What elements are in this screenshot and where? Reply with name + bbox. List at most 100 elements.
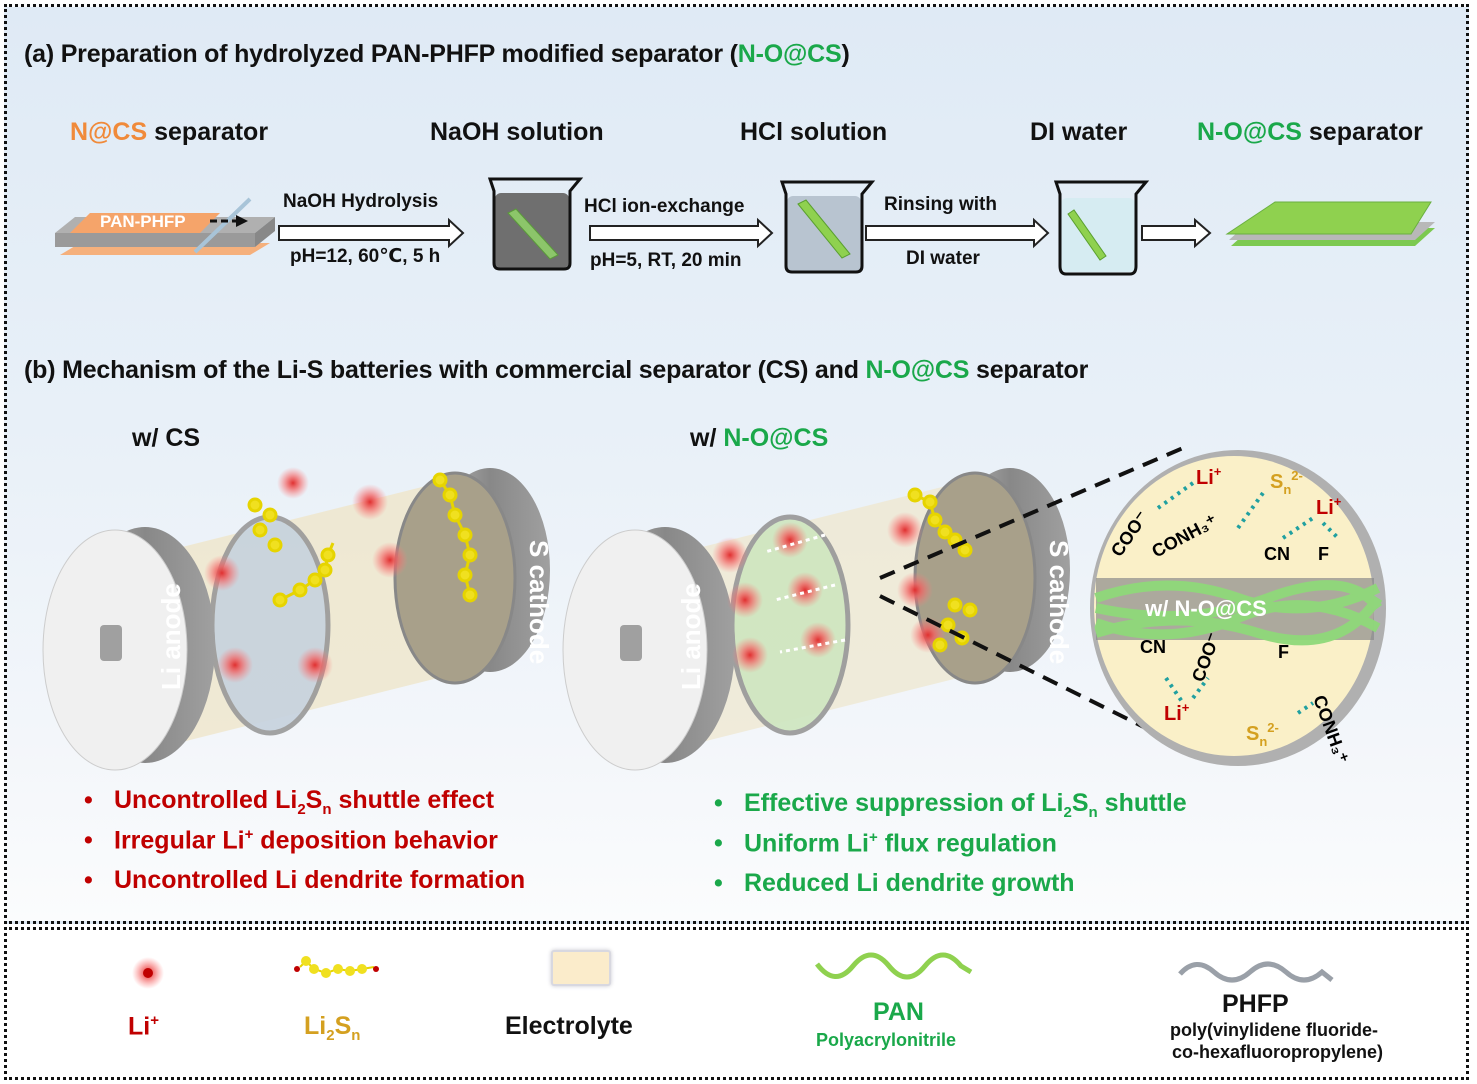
section-b-title-text: (b) Mechanism of the Li-S batteries with…: [24, 356, 866, 384]
interaction-dots: [1156, 481, 1340, 715]
polysulfide-chains: [907, 487, 978, 653]
battery-noacs-title-highlight: N-O@CS: [723, 424, 829, 452]
bullet-noacs-1: •Effective suppression of Li2Sn shuttle: [714, 789, 1187, 829]
coating-direction-arrowhead: [236, 215, 248, 227]
arrow-shape: [589, 217, 774, 249]
legend-phfp-sublabel-line2: co-hexafluoropropylene): [1172, 1042, 1384, 1062]
bullet-cs-2: • Irregular Li+ deposition behavior: [84, 826, 525, 866]
process-arrow-2: [589, 217, 774, 249]
bullet-dot: •: [714, 789, 723, 817]
arrow-1-bottom-label: pH=12, 60℃, 5 h: [290, 246, 441, 267]
legend-pan-sublabel: Polyacrylonitrile: [816, 1030, 957, 1050]
group-f-bottom: F: [1278, 642, 1289, 662]
legend-li-ion-label: Li+: [128, 1012, 159, 1041]
polysulfide-chains: [247, 472, 478, 608]
process-arrow-3: [865, 217, 1050, 249]
bullet-text: Irregular Li: [114, 826, 245, 855]
bullet-text: shuttle effect: [331, 786, 495, 814]
arrow-3-top-label: Rinsing with: [884, 194, 997, 215]
section-b-title-highlight: N-O@CS: [865, 356, 970, 384]
group-cn-top: CN: [1264, 544, 1290, 564]
section-b-title: (b) Mechanism of the Li-S batteries with…: [24, 356, 1088, 385]
legend-li-ion-icon: [132, 957, 164, 989]
step-label-naoh: NaOH solution: [430, 118, 604, 146]
legend-phfp-sublabel-line1: poly(vinylidene fluoride-: [1170, 1020, 1379, 1040]
legend-text: Li: [128, 1012, 151, 1041]
coating-blade: [193, 197, 252, 254]
legend-text: S: [334, 1012, 352, 1040]
bullet-text: deposition behavior: [253, 826, 498, 855]
ion-sn-2: Sn2-: [1246, 720, 1279, 749]
nacs-separator-illustration: [55, 197, 275, 255]
li-flux-arrows: [764, 533, 846, 654]
bullet-sub: 2: [297, 801, 306, 818]
ion-li-2: Li+: [1316, 494, 1342, 519]
bullets-cs: •Uncontrolled Li2Sn shuttle effect • Irre…: [84, 786, 525, 906]
step-label-hcl: HCl solution: [740, 118, 888, 146]
section-b-title-suffix: separator: [969, 356, 1089, 384]
cathode-label: S cathode: [524, 540, 554, 664]
bullet-cs-1: •Uncontrolled Li2Sn shuttle effect: [84, 786, 525, 826]
ion-li-3: Li+: [1164, 700, 1190, 725]
anode-label: Li anode: [676, 583, 706, 690]
separator-top-layer: [1225, 201, 1432, 235]
arrow-1-top-label: NaOH Hydrolysis: [283, 191, 439, 212]
step-label-nacs: N@CS separator: [70, 118, 268, 147]
legend-sup: +: [150, 1012, 159, 1029]
legend-text: Li: [304, 1012, 327, 1040]
step-label-noacs-rest: separator: [1301, 118, 1423, 146]
beaker-liquid: [1061, 198, 1135, 272]
battery-noacs-title-prefix: w/: [690, 424, 724, 452]
immersed-membrane: [507, 208, 559, 260]
beaker-di-water: [1053, 180, 1150, 276]
battery-cs-illustration: Li anode S cathode: [42, 467, 554, 771]
step-label-nacs-rest: separator: [147, 118, 269, 146]
beaker-outline: [1053, 180, 1150, 276]
bullet-noacs-2: •Uniform Li+ flux regulation: [714, 829, 1187, 869]
li-ions: [204, 467, 408, 683]
immersed-membrane: [797, 199, 851, 259]
arrow-shape: [865, 217, 1050, 249]
section-a-title-suffix: ): [841, 40, 850, 68]
battery-terminal: [100, 625, 122, 661]
battery-noacs-illustration: Li anode S cathode: [562, 468, 1074, 771]
zoom-inset: w/ N-O@CS COO⁻ CONH₃⁺ CN F CN COO⁻ F CON…: [1090, 450, 1386, 766]
legend-phfp-icon: [1178, 961, 1334, 983]
pan-phfp-coating: [70, 213, 220, 233]
legend-phfp-label: PHFP: [1222, 990, 1289, 1018]
bullet-text: Uncontrolled Li dendrite formation: [114, 866, 526, 894]
arrow-2-top-label: HCl ion-exchange: [584, 196, 745, 217]
battery-cs-title: w/ CS: [132, 424, 201, 452]
legend-electrolyte-label: Electrolyte: [505, 1012, 633, 1040]
anode-label: Li anode: [156, 583, 186, 690]
legend-li2sn-icon: [294, 956, 379, 978]
cathode-label: S cathode: [1044, 540, 1074, 664]
bullet-dot: •: [714, 829, 723, 858]
bullet-sub: n: [322, 801, 332, 818]
bullet-sub: 2: [1063, 804, 1072, 821]
bullet-sup: +: [244, 826, 254, 843]
immersed-membrane: [1067, 209, 1107, 261]
bullet-dot: •: [84, 866, 93, 894]
beaker-hcl: [779, 180, 876, 274]
bullet-dot: •: [84, 826, 93, 855]
legend-pan-label: PAN: [873, 998, 924, 1026]
bullet-dot: •: [714, 869, 723, 897]
legend-li2sn-label: Li2Sn: [304, 1012, 360, 1044]
step-label-noacs-highlight: N-O@CS: [1197, 118, 1302, 146]
bullet-text: Effective suppression of Li: [744, 789, 1064, 817]
arrow-shape: [1141, 217, 1212, 249]
ion-li-1: Li+: [1196, 464, 1222, 489]
inset-center-label: w/ N-O@CS: [1144, 596, 1267, 621]
battery-terminal: [620, 625, 642, 661]
process-arrow-1: [278, 217, 465, 249]
bullet-cs-3: • Uncontrolled Li dendrite formation: [84, 866, 525, 906]
noacs-separator-illustration: [1225, 201, 1435, 246]
ion-sn-1: Sn2-: [1270, 468, 1303, 497]
callout-line-top: [879, 443, 1191, 580]
separator-core-side: [255, 217, 275, 247]
bullet-text: Uncontrolled Li: [114, 786, 298, 814]
legend-panel: [4, 927, 1469, 1080]
bullet-sub: n: [1088, 804, 1098, 821]
